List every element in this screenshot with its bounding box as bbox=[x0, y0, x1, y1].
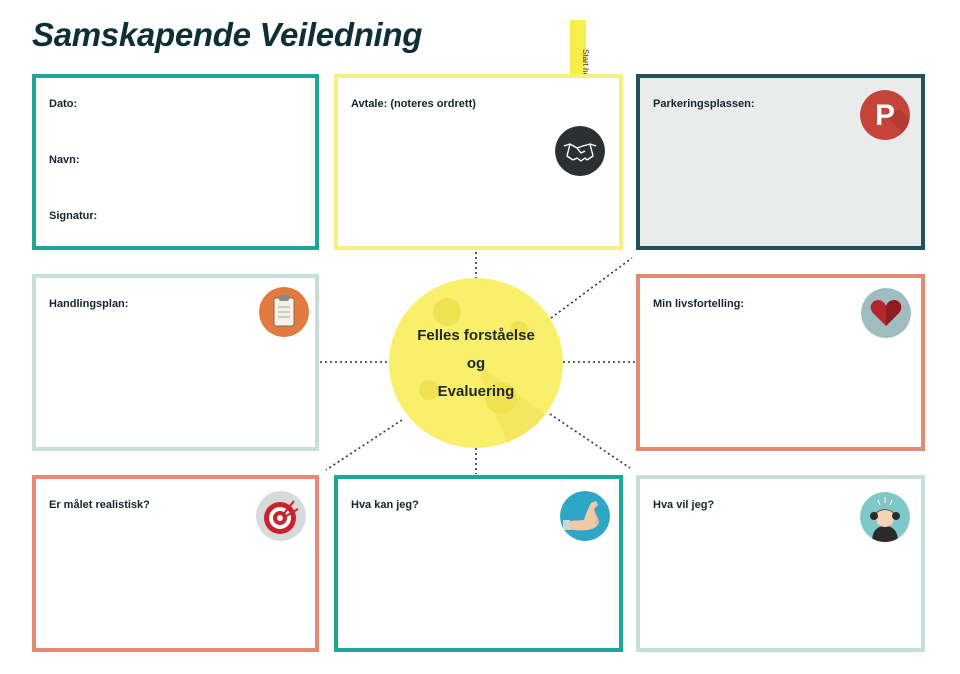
center-line-2: og bbox=[466, 355, 486, 372]
what-do-i-want-box[interactable]: Hva vil jeg? bbox=[636, 475, 925, 652]
thinking-person-icon bbox=[860, 492, 910, 542]
clipboard-icon bbox=[259, 287, 309, 337]
heart-icon bbox=[861, 288, 911, 338]
life-story-label: Min livsfortelling: bbox=[653, 298, 745, 310]
parking-icon: P bbox=[860, 90, 910, 140]
life-story-box[interactable]: Min livsfortelling: bbox=[636, 274, 925, 451]
page-title: Samskapende Veiledning bbox=[32, 16, 423, 53]
flexed-arm-icon bbox=[560, 491, 610, 541]
center-line-3: Evaluering bbox=[437, 383, 515, 400]
signature-label: Signatur: bbox=[49, 210, 98, 222]
realistic-goal-label: Er målet realistisk? bbox=[49, 499, 150, 511]
realistic-goal-box[interactable]: Er målet realistisk? bbox=[32, 475, 319, 652]
agreement-box[interactable]: Avtale: (noteres ordrett) bbox=[334, 74, 623, 250]
shared-understanding-circle: Felles forståelse og Evaluering bbox=[389, 278, 563, 448]
target-icon bbox=[256, 491, 306, 541]
action-plan-label: Handlingsplan: bbox=[49, 298, 129, 310]
handshake-icon bbox=[555, 126, 605, 176]
name-label: Navn: bbox=[49, 154, 80, 166]
parking-box[interactable]: Parkeringsplassen: P bbox=[636, 74, 925, 250]
date-label: Dato: bbox=[49, 98, 78, 110]
what-can-i-box[interactable]: Hva kan jeg? bbox=[334, 475, 623, 652]
gears-background-icon bbox=[419, 298, 563, 448]
agreement-label: Avtale: (noteres ordrett) bbox=[351, 98, 476, 110]
what-do-i-want-label: Hva vil jeg? bbox=[653, 499, 715, 511]
center-line-1: Felles forståelse bbox=[417, 327, 535, 344]
start-here-label: Start her bbox=[581, 48, 590, 80]
action-plan-box[interactable]: Handlingsplan: bbox=[32, 274, 319, 451]
what-can-i-label: Hva kan jeg? bbox=[351, 499, 419, 511]
info-box[interactable]: Dato: Navn: Signatur: bbox=[32, 74, 319, 250]
svg-text:P: P bbox=[875, 99, 895, 132]
parking-label: Parkeringsplassen: bbox=[653, 98, 755, 110]
